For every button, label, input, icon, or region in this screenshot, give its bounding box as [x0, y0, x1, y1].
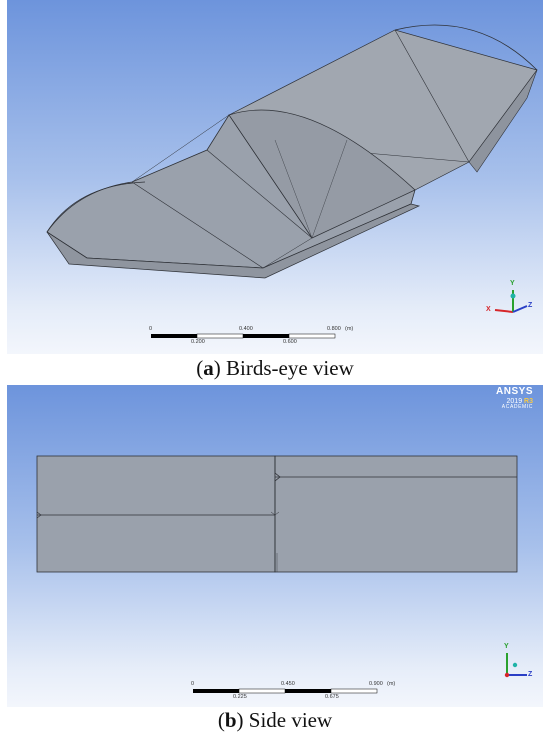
side-left-notch — [36, 511, 42, 519]
side-joint — [274, 456, 281, 572]
axis-label-z-b: Z — [528, 671, 533, 678]
scale-bar-graphic-a — [151, 333, 336, 339]
axis-label-y-a: Y — [510, 280, 515, 287]
crease-8 — [262, 237, 313, 269]
side-viewport: ANSYS 2019 R3 ACADEMIC 0 0.450 0.900 (m)… — [7, 385, 543, 707]
caption-b-letter: b — [224, 708, 237, 732]
caption-b: (b) Side view — [217, 708, 333, 732]
rear-edge-1 — [394, 29, 470, 163]
mid-dome-face — [228, 109, 416, 239]
scale-label-3-b: 0.225 — [233, 694, 247, 700]
caption-a-text: Birds-eye view — [220, 356, 354, 380]
axis-triad-a: X Y Z — [485, 280, 535, 322]
triad-graphic-a — [494, 290, 528, 313]
side-right-block — [274, 455, 518, 573]
crease-5 — [311, 139, 348, 239]
axis-label-y-b: Y — [504, 643, 509, 650]
logo-edition: ACADEMIC — [501, 403, 533, 410]
caption-a: (a) Birds-eye view — [196, 356, 354, 380]
scale-label-3: 0.200 — [191, 339, 205, 345]
birds-eye-viewport: 0 0.400 0.800 (m) 0.200 0.600 X Y Z — [7, 0, 543, 354]
logo-version: 2019 R3 — [496, 398, 533, 405]
caption-a-letter: a — [203, 356, 214, 380]
scale-label-4-b: 0.675 — [325, 694, 339, 700]
crease-4 — [274, 139, 313, 239]
scale-label-2: 0.800 — [327, 326, 341, 332]
crease-6 — [46, 231, 88, 259]
crease-7 — [131, 114, 230, 183]
scale-bar-a: 0 0.400 0.800 (m) 0.200 0.600 — [143, 326, 353, 354]
logo-version-release: R3 — [524, 397, 533, 405]
scale-unit: (m) — [345, 326, 354, 332]
scale-label-0-b: 0 — [191, 681, 195, 687]
ansys-logo: ANSYS 2019 R3 ACADEMIC — [496, 386, 533, 410]
scale-label-1-b: 0.450 — [281, 681, 295, 687]
scale-label-2-b: 0.900 — [369, 681, 383, 687]
rear-side-face — [468, 69, 538, 173]
crease-2 — [206, 149, 313, 239]
scale-unit-b: (m) — [387, 681, 396, 687]
scale-bar-b: 0 0.450 0.900 (m) 0.225 0.675 — [185, 681, 395, 707]
triad-graphic-b — [504, 653, 527, 678]
side-mid-notch — [270, 511, 280, 516]
scale-bar-graphic-b — [193, 688, 378, 694]
birds-eye-model — [46, 24, 538, 279]
crease-1 — [131, 181, 264, 269]
main-body-bottom — [46, 203, 421, 279]
scale-label-4: 0.600 — [283, 339, 297, 345]
axis-label-x-a: X — [486, 306, 491, 313]
logo-brand: ANSYS — [496, 386, 533, 397]
front-arch — [46, 181, 146, 233]
scale-label-0: 0 — [149, 326, 153, 332]
caption-b-text: Side view — [243, 708, 333, 732]
rear-arch — [394, 24, 538, 71]
side-model — [36, 455, 518, 573]
side-left-block — [36, 455, 276, 573]
axis-label-z-a: Z — [528, 302, 533, 309]
logo-version-year: 2019 — [506, 397, 523, 405]
scale-label-1: 0.400 — [239, 326, 253, 332]
axis-triad-b: Y Z — [493, 641, 537, 683]
crease-3 — [228, 114, 313, 239]
